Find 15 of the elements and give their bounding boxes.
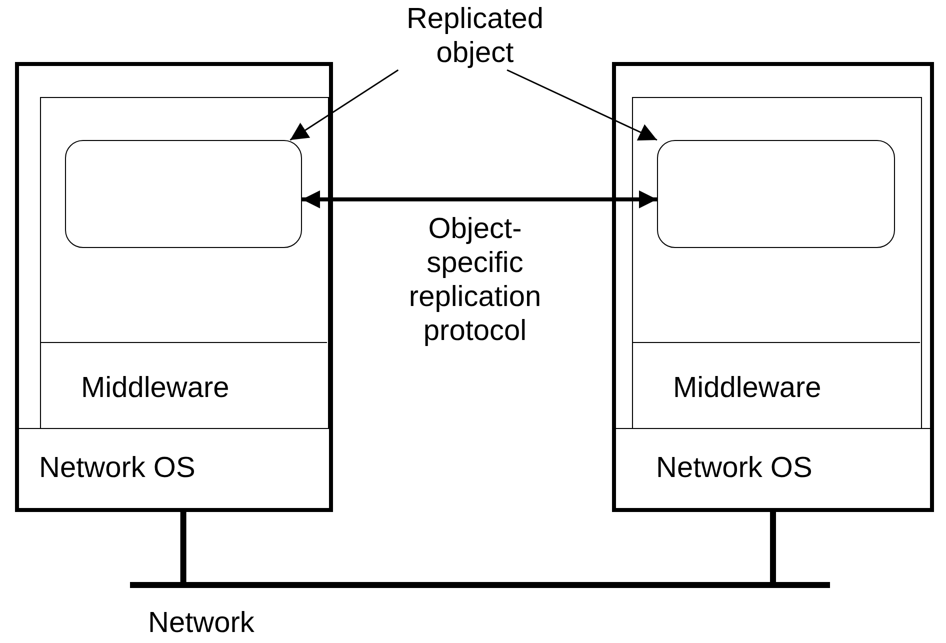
object-box	[657, 140, 895, 248]
middleware-layer: Middleware	[41, 342, 327, 427]
leader-line	[506, 69, 658, 141]
middleware-layer: Middleware	[633, 342, 920, 427]
network-os-layer: Network OS	[19, 428, 329, 508]
application-box	[40, 97, 329, 429]
object-box	[65, 140, 302, 248]
computer-box	[15, 62, 333, 512]
callout-label: Replicated object	[395, 2, 555, 70]
application-box	[632, 97, 922, 429]
leader-line	[290, 69, 399, 141]
computer-box	[612, 62, 934, 512]
network-os-layer: Network OS	[616, 428, 930, 508]
double-arrow	[302, 190, 657, 208]
network-label: Network	[148, 607, 254, 639]
